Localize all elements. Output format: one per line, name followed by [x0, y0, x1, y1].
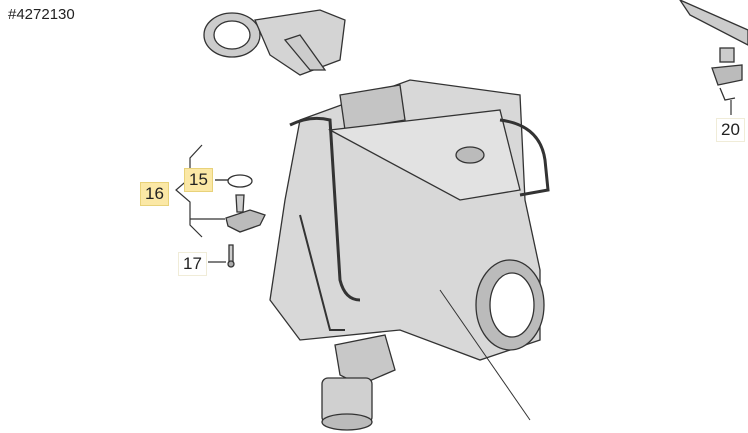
oil-level-sensor — [225, 174, 266, 268]
callout-20[interactable]: 20 — [716, 118, 745, 142]
callout-15[interactable]: 15 — [184, 168, 213, 192]
part-number: #4272130 — [8, 6, 75, 23]
coolant-flange — [203, 9, 346, 76]
oil-filter — [321, 334, 396, 431]
callout-17[interactable]: 17 — [178, 252, 207, 276]
leader-lines — [175, 100, 732, 263]
engine-block — [269, 79, 550, 421]
pressure-sender — [679, 0, 748, 101]
callout-16[interactable]: 16 — [140, 182, 169, 206]
